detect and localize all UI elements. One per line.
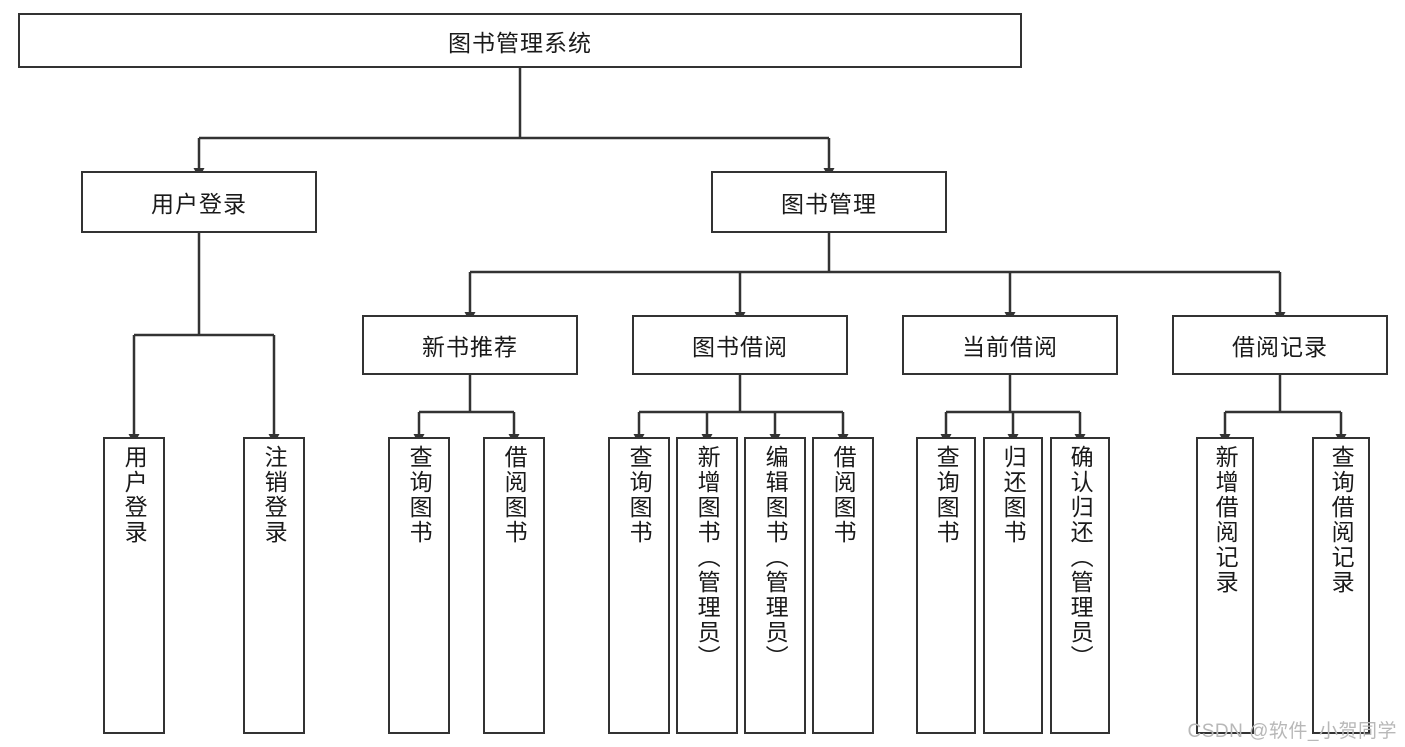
node-label: 查询图书 (626, 445, 653, 545)
node-label: 新增借阅记录 (1212, 445, 1239, 595)
node-label: 注销登录 (261, 445, 288, 545)
node-leaf-用户登录[interactable]: 用户登录 (103, 437, 165, 734)
node-branch-新书推荐[interactable]: 新书推荐 (362, 315, 578, 375)
node-leaf-新增借阅记录[interactable]: 新增借阅记录 (1196, 437, 1254, 734)
node-leaf-查询图书[interactable]: 查询图书 (608, 437, 670, 734)
node-branch-用户登录[interactable]: 用户登录 (81, 171, 317, 233)
node-label: 借阅图书 (501, 445, 528, 545)
node-leaf-注销登录[interactable]: 注销登录 (243, 437, 305, 734)
node-leaf-借阅图书[interactable]: 借阅图书 (812, 437, 874, 734)
node-leaf-查询图书[interactable]: 查询图书 (916, 437, 976, 734)
node-label: 图书管理系统 (448, 29, 592, 56)
node-label: 借阅记录 (1232, 334, 1328, 360)
node-label: 用户登录 (151, 191, 247, 217)
node-label: 确认归还（管理员） (1067, 445, 1094, 670)
node-leaf-借阅图书[interactable]: 借阅图书 (483, 437, 545, 734)
node-label: 查询图书 (933, 445, 960, 545)
node-label: 新增图书（管理员） (694, 445, 721, 670)
node-leaf-查询图书[interactable]: 查询图书 (388, 437, 450, 734)
node-label: 当前借阅 (962, 334, 1058, 360)
node-label: 借阅图书 (830, 445, 857, 545)
node-label: 图书借阅 (692, 334, 788, 360)
node-label: 图书管理 (781, 191, 877, 217)
node-leaf-归还图书[interactable]: 归还图书 (983, 437, 1043, 734)
node-leaf-查询借阅记录[interactable]: 查询借阅记录 (1312, 437, 1370, 734)
node-branch-借阅记录[interactable]: 借阅记录 (1172, 315, 1388, 375)
node-leaf-新增图书管理员[interactable]: 新增图书（管理员） (676, 437, 738, 734)
node-leaf-编辑图书管理员[interactable]: 编辑图书（管理员） (744, 437, 806, 734)
node-branch-当前借阅[interactable]: 当前借阅 (902, 315, 1118, 375)
node-branch-图书管理[interactable]: 图书管理 (711, 171, 947, 233)
node-label: 编辑图书（管理员） (762, 445, 789, 670)
node-label: 新书推荐 (422, 334, 518, 360)
node-label: 查询借阅记录 (1328, 445, 1355, 595)
node-label: 归还图书 (1000, 445, 1027, 545)
node-leaf-确认归还管理员[interactable]: 确认归还（管理员） (1050, 437, 1110, 734)
node-branch-图书借阅[interactable]: 图书借阅 (632, 315, 848, 375)
node-label: 用户登录 (121, 445, 148, 545)
node-root-图书管理系统[interactable]: 图书管理系统 (18, 13, 1022, 68)
node-label: 查询图书 (406, 445, 433, 545)
